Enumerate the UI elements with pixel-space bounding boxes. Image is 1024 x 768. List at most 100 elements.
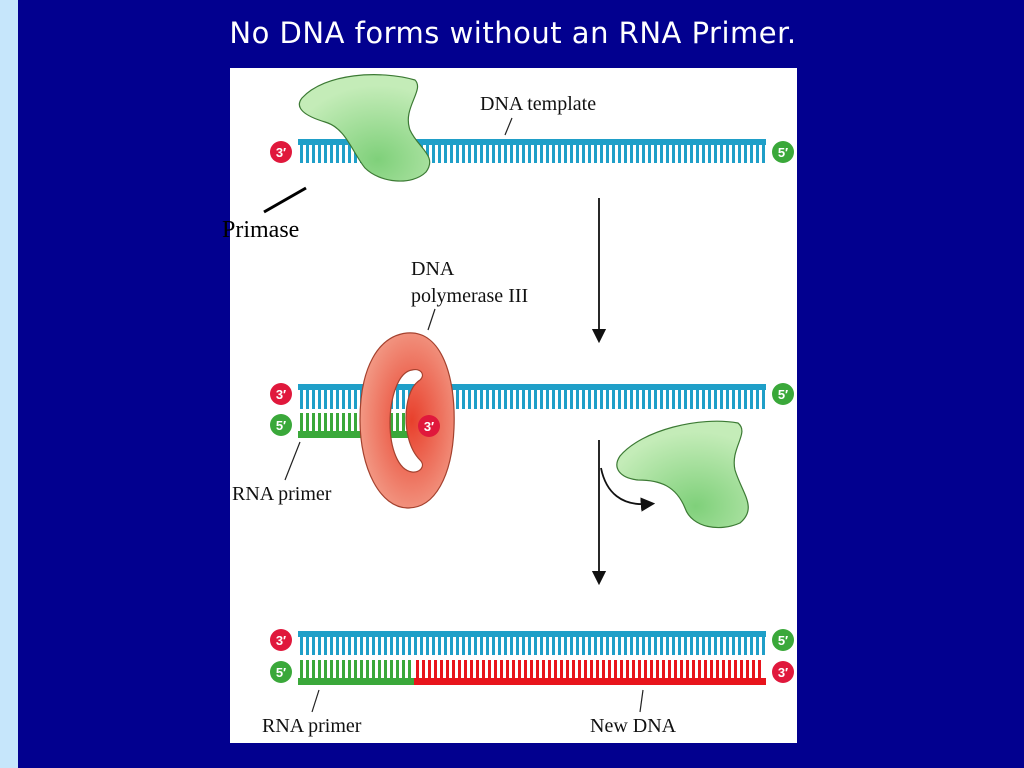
template-base [594, 145, 597, 163]
svg-text:5′: 5′ [778, 387, 788, 402]
svg-text:5′: 5′ [276, 418, 286, 433]
new-dna-base [548, 660, 551, 678]
template-base [564, 390, 567, 409]
primer-base [312, 413, 315, 431]
template-base [438, 637, 441, 655]
template-base [522, 390, 525, 409]
template-base [354, 390, 357, 409]
end-marker-5prime-2: 5′ [772, 383, 794, 405]
template-base [372, 637, 375, 655]
template-base [564, 637, 567, 655]
template-base [504, 390, 507, 409]
new-dna-bases [416, 660, 761, 678]
template-base [306, 390, 309, 409]
template-base [324, 145, 327, 163]
template-base [330, 145, 333, 163]
template-base [534, 390, 537, 409]
primer-base [300, 413, 303, 431]
template-base [510, 390, 513, 409]
end-marker-3prime: 3′ [270, 141, 292, 163]
template-base [348, 145, 351, 163]
new-dna-base [674, 660, 677, 678]
template-base [600, 390, 603, 409]
new-dna-base [632, 660, 635, 678]
template-base [576, 637, 579, 655]
template-base [594, 637, 597, 655]
template-base [486, 637, 489, 655]
new-dna-base [620, 660, 623, 678]
new-dna-base [500, 660, 503, 678]
primer-base [354, 413, 357, 431]
dna-template-label: DNA template [480, 93, 596, 115]
template-base [438, 145, 441, 163]
template-base [726, 145, 729, 163]
template-base [528, 637, 531, 655]
template-base [402, 637, 405, 655]
template-base [654, 145, 657, 163]
new-dna-base [734, 660, 737, 678]
template-base [492, 637, 495, 655]
template-base [528, 145, 531, 163]
new-dna-base [626, 660, 629, 678]
template-base [474, 390, 477, 409]
template-base [552, 390, 555, 409]
template-base [456, 145, 459, 163]
template-base [534, 637, 537, 655]
template-base [570, 145, 573, 163]
new-dna-base [422, 660, 425, 678]
polymerase-label-line1: DNA [411, 258, 455, 280]
template-base [360, 637, 363, 655]
template-base [540, 145, 543, 163]
template-base [444, 637, 447, 655]
primer-5prime-marker-3: 5′ [270, 661, 292, 683]
template-base [726, 390, 729, 409]
template-base [762, 637, 765, 655]
svg-text:3′: 3′ [778, 665, 788, 680]
template-base [330, 637, 333, 655]
template-base [672, 637, 675, 655]
template-base [642, 390, 645, 409]
new-dna-base [704, 660, 707, 678]
template-base [636, 145, 639, 163]
template-base [702, 145, 705, 163]
svg-text:5′: 5′ [276, 665, 286, 680]
primer-base [300, 660, 303, 678]
template-base [462, 637, 465, 655]
template-base [738, 145, 741, 163]
rna-primer-backbone-2 [298, 431, 415, 438]
template-base [444, 145, 447, 163]
template-base [312, 637, 315, 655]
new-dna-base [758, 660, 761, 678]
new-dna-base [458, 660, 461, 678]
template-base [300, 145, 303, 163]
primer-base [342, 413, 345, 431]
template-base [612, 145, 615, 163]
new-dna-base [482, 660, 485, 678]
template-base [354, 637, 357, 655]
template-base [672, 145, 675, 163]
template-base [450, 637, 453, 655]
template-base [660, 145, 663, 163]
stage-3: 3′ 5′ 5′ 3′ RNA primer New DNA [262, 629, 794, 737]
template-base [342, 390, 345, 409]
template-strand-backbone-2 [298, 384, 766, 390]
template-base [618, 390, 621, 409]
template-base [390, 637, 393, 655]
template-base [546, 637, 549, 655]
template-base [738, 390, 741, 409]
template-base [498, 145, 501, 163]
template-base [432, 637, 435, 655]
template-base [312, 145, 315, 163]
template-base [726, 637, 729, 655]
rna-primer-label-2: RNA primer [232, 483, 332, 505]
template-base [672, 390, 675, 409]
template-base [600, 637, 603, 655]
new-dna-base [506, 660, 509, 678]
new-dna-base [578, 660, 581, 678]
dna-template-leader [504, 117, 513, 136]
new-strand-3prime-marker: 3′ [418, 415, 440, 437]
template-base [684, 390, 687, 409]
template-base [546, 390, 549, 409]
polymerase-label-line2: polymerase III [411, 285, 528, 307]
new-dna-base [722, 660, 725, 678]
